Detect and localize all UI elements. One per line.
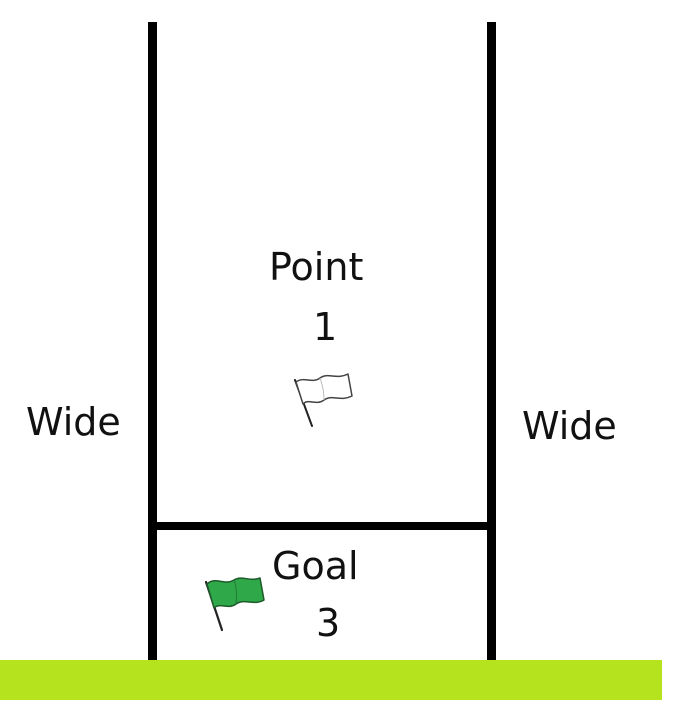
white-flag-icon [294,373,353,427]
left-goal-post [148,22,157,662]
crossbar [148,522,496,530]
goal-label: Goal [272,544,359,588]
point-value: 1 [313,305,338,349]
point-label: Point [269,245,364,289]
wide-left-label: Wide [26,400,121,444]
right-goal-post [487,22,496,662]
goal-value: 3 [316,601,341,645]
green-flag-icon [204,577,265,632]
ground-strip [0,660,662,700]
wide-right-label: Wide [522,404,617,448]
